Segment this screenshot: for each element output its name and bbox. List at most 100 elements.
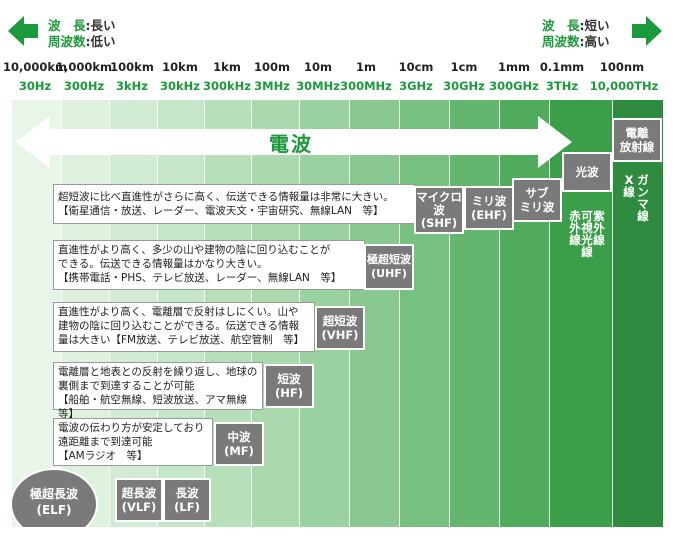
band-name: 電離 [625,126,649,140]
description-line: 量は大きい【FM放送、テレビ放送、航空管制 等】 [58,334,305,346]
wavelength-tick: 10m [304,60,332,74]
band-name: ミリ波 [471,194,507,208]
spectrum-column [449,100,499,527]
wavelength-tick: 1,000km [55,60,113,74]
wavelength-value: 短い [584,18,610,33]
band-uhf: 極超短波 (UHF) [364,244,414,290]
arrow-right-icon [632,16,662,46]
band-code: (ELF) [36,503,72,517]
gamma-ray-label: ガンマ線 [637,173,649,223]
band-hf: 短波 (HF) [264,364,314,408]
frequency-label: 周波数 [542,34,580,49]
colon: : [579,34,585,49]
frequency-tick: 10,000THz [589,79,659,93]
legend-short-wave: 波 長:短い 周波数:高い [542,18,610,50]
band-name: マイクロ [416,189,462,204]
wavelength-tick: 1cm [450,60,478,74]
wavelength-label: 波 長 [542,18,580,33]
band-ehf: ミリ波 (EHF) [464,186,514,230]
ultraviolet-label: 紫外線 [593,209,605,247]
wavelength-tick: 10cm [398,60,434,74]
band-name-2: ミリ波 [519,200,555,214]
wavelength-value: 長い [90,18,116,33]
spectrum-band: 電波 極超長波 (ELF) 超長波 (VLF) 長波 (LF) 電波の伝わり方が… [12,100,663,527]
band-name: 光波 [575,165,599,179]
description-mf: 電波の伝わり方が安定しており 遠距離まで到達可能 【AMラジオ 等】 [53,418,213,466]
spectrum-column [499,100,549,527]
spectrum-column [612,100,663,527]
description-line: 建物の陰に回り込むことができる。伝送できる情報 [58,320,300,332]
frequency-tick: 3THz [545,79,579,93]
band-name-2: 放射線 [619,140,655,154]
description-uhf: 直進性がより高く、多少の山や建物の陰に回り込むことが できる。伝送できる情報量は… [53,240,365,290]
band-ionizing-radiation: 電離 放射線 [612,118,662,162]
radio-wave-arrow [16,116,572,168]
band-code: (VHF) [321,328,359,342]
radio-wave-title: 電波 [269,132,313,156]
band-elf: 極超長波 (ELF) [12,468,98,527]
description-vhf: 直進性がより高く、電離層で反射はしにくい。山や 建物の陰に回り込むことができる。… [53,302,315,352]
frequency-tick: 3GHz [399,79,433,93]
description-shf: 超短波に比べ直進性がさらに高く、伝送できる情報量は非常に大きい。 【衛星通信・放… [53,184,415,224]
band-name: 長波 [175,486,199,500]
wavelength-label: 波 長 [48,18,86,33]
band-name: 超短波 [322,314,358,328]
description-line: 直進性がより高く、電離層で反射はしにくい。山や [58,306,299,318]
band-code: (EHF) [471,208,507,222]
band-vhf: 超短波 (VHF) [315,306,365,350]
band-name: 短波 [277,372,301,386]
wavelength-tick: 100km [110,60,154,74]
visible-light-label: 可視光線 [581,209,593,259]
band-light: 光波 [562,152,612,192]
band-code: (HF) [275,386,303,400]
band-name: 極超長波 [29,487,78,501]
frequency-tick: 300GHz [489,79,539,93]
band-name: 超長波 [121,486,157,500]
frequency-tick: 30MHz [296,79,340,93]
frequency-tick: 300MHz [340,79,392,93]
band-code: (SHF) [420,215,458,230]
colon: : [85,18,91,33]
band-name: 中波 [227,430,251,444]
band-code: (UHF) [371,267,407,280]
wavelength-tick: 0.1mm [539,60,585,74]
arrow-left-icon [8,16,38,46]
wavelength-tick: 100m [254,60,290,74]
band-code: (LF) [174,500,200,514]
band-code: (VLF) [121,500,157,514]
description-line: 【携帯電話・PHS、テレビ放送、レーダー、無線LAN 等】 [58,272,342,284]
band-name: サブ [525,186,549,200]
description-line: 遠距離まで到達可能 [58,436,153,448]
colon: : [85,34,91,49]
frequency-tick: 3MHz [254,79,290,93]
description-line: 【AMラジオ 等】 [58,450,148,462]
infrared-label: 赤外線 [569,209,581,247]
band-name: 極超短波 [367,253,411,266]
wavelength-tick: 10,000km [2,60,68,74]
description-line: 超短波に比べ直進性がさらに高く、伝送できる情報量は非常に大きい。 [58,191,394,203]
description-line: 【衛星通信・放送、レーダー、電波天文・宇宙研究、無線LAN 等】 [58,205,384,217]
colon: : [579,18,585,33]
frequency-value: 低い [90,34,116,49]
legend-long-wave: 波 長:長い 周波数:低い [48,18,116,50]
wavelength-tick: 1m [356,60,376,74]
wavelength-tick: 10km [162,60,198,74]
wavelength-tick: 100nm [599,60,645,74]
description-line: 裏側まで到達することが可能 [58,380,195,392]
frequency-label: 周波数 [48,34,86,49]
description-line: できる。伝送できる情報量はかなり大きい。 [58,258,268,270]
band-submillimeter: サブ ミリ波 [512,178,562,222]
frequency-tick: 300Hz [63,79,105,93]
band-shf: マイクロ 波 (SHF) [414,186,464,234]
band-mf: 中波 (MF) [214,422,264,466]
description-hf: 電離層と地表との反射を繰り返し、地球の 裏側まで到達することが可能 【船舶・航空… [53,362,263,420]
description-line: 【船舶・航空無線、短波放送、アマ無線 等】 [58,394,258,420]
frequency-value: 高い [584,34,610,49]
band-name-2: 波 [433,202,445,217]
spectrum-column [12,100,61,527]
description-line: 電波の伝わり方が安定しており [58,422,205,434]
wavelength-tick: 1mm [498,60,530,74]
description-line: 電離層と地表との反射を繰り返し、地球の [58,366,258,378]
spectrum-column [399,100,449,527]
description-line: 直進性がより高く、多少の山や建物の陰に回り込むことが [58,244,331,256]
